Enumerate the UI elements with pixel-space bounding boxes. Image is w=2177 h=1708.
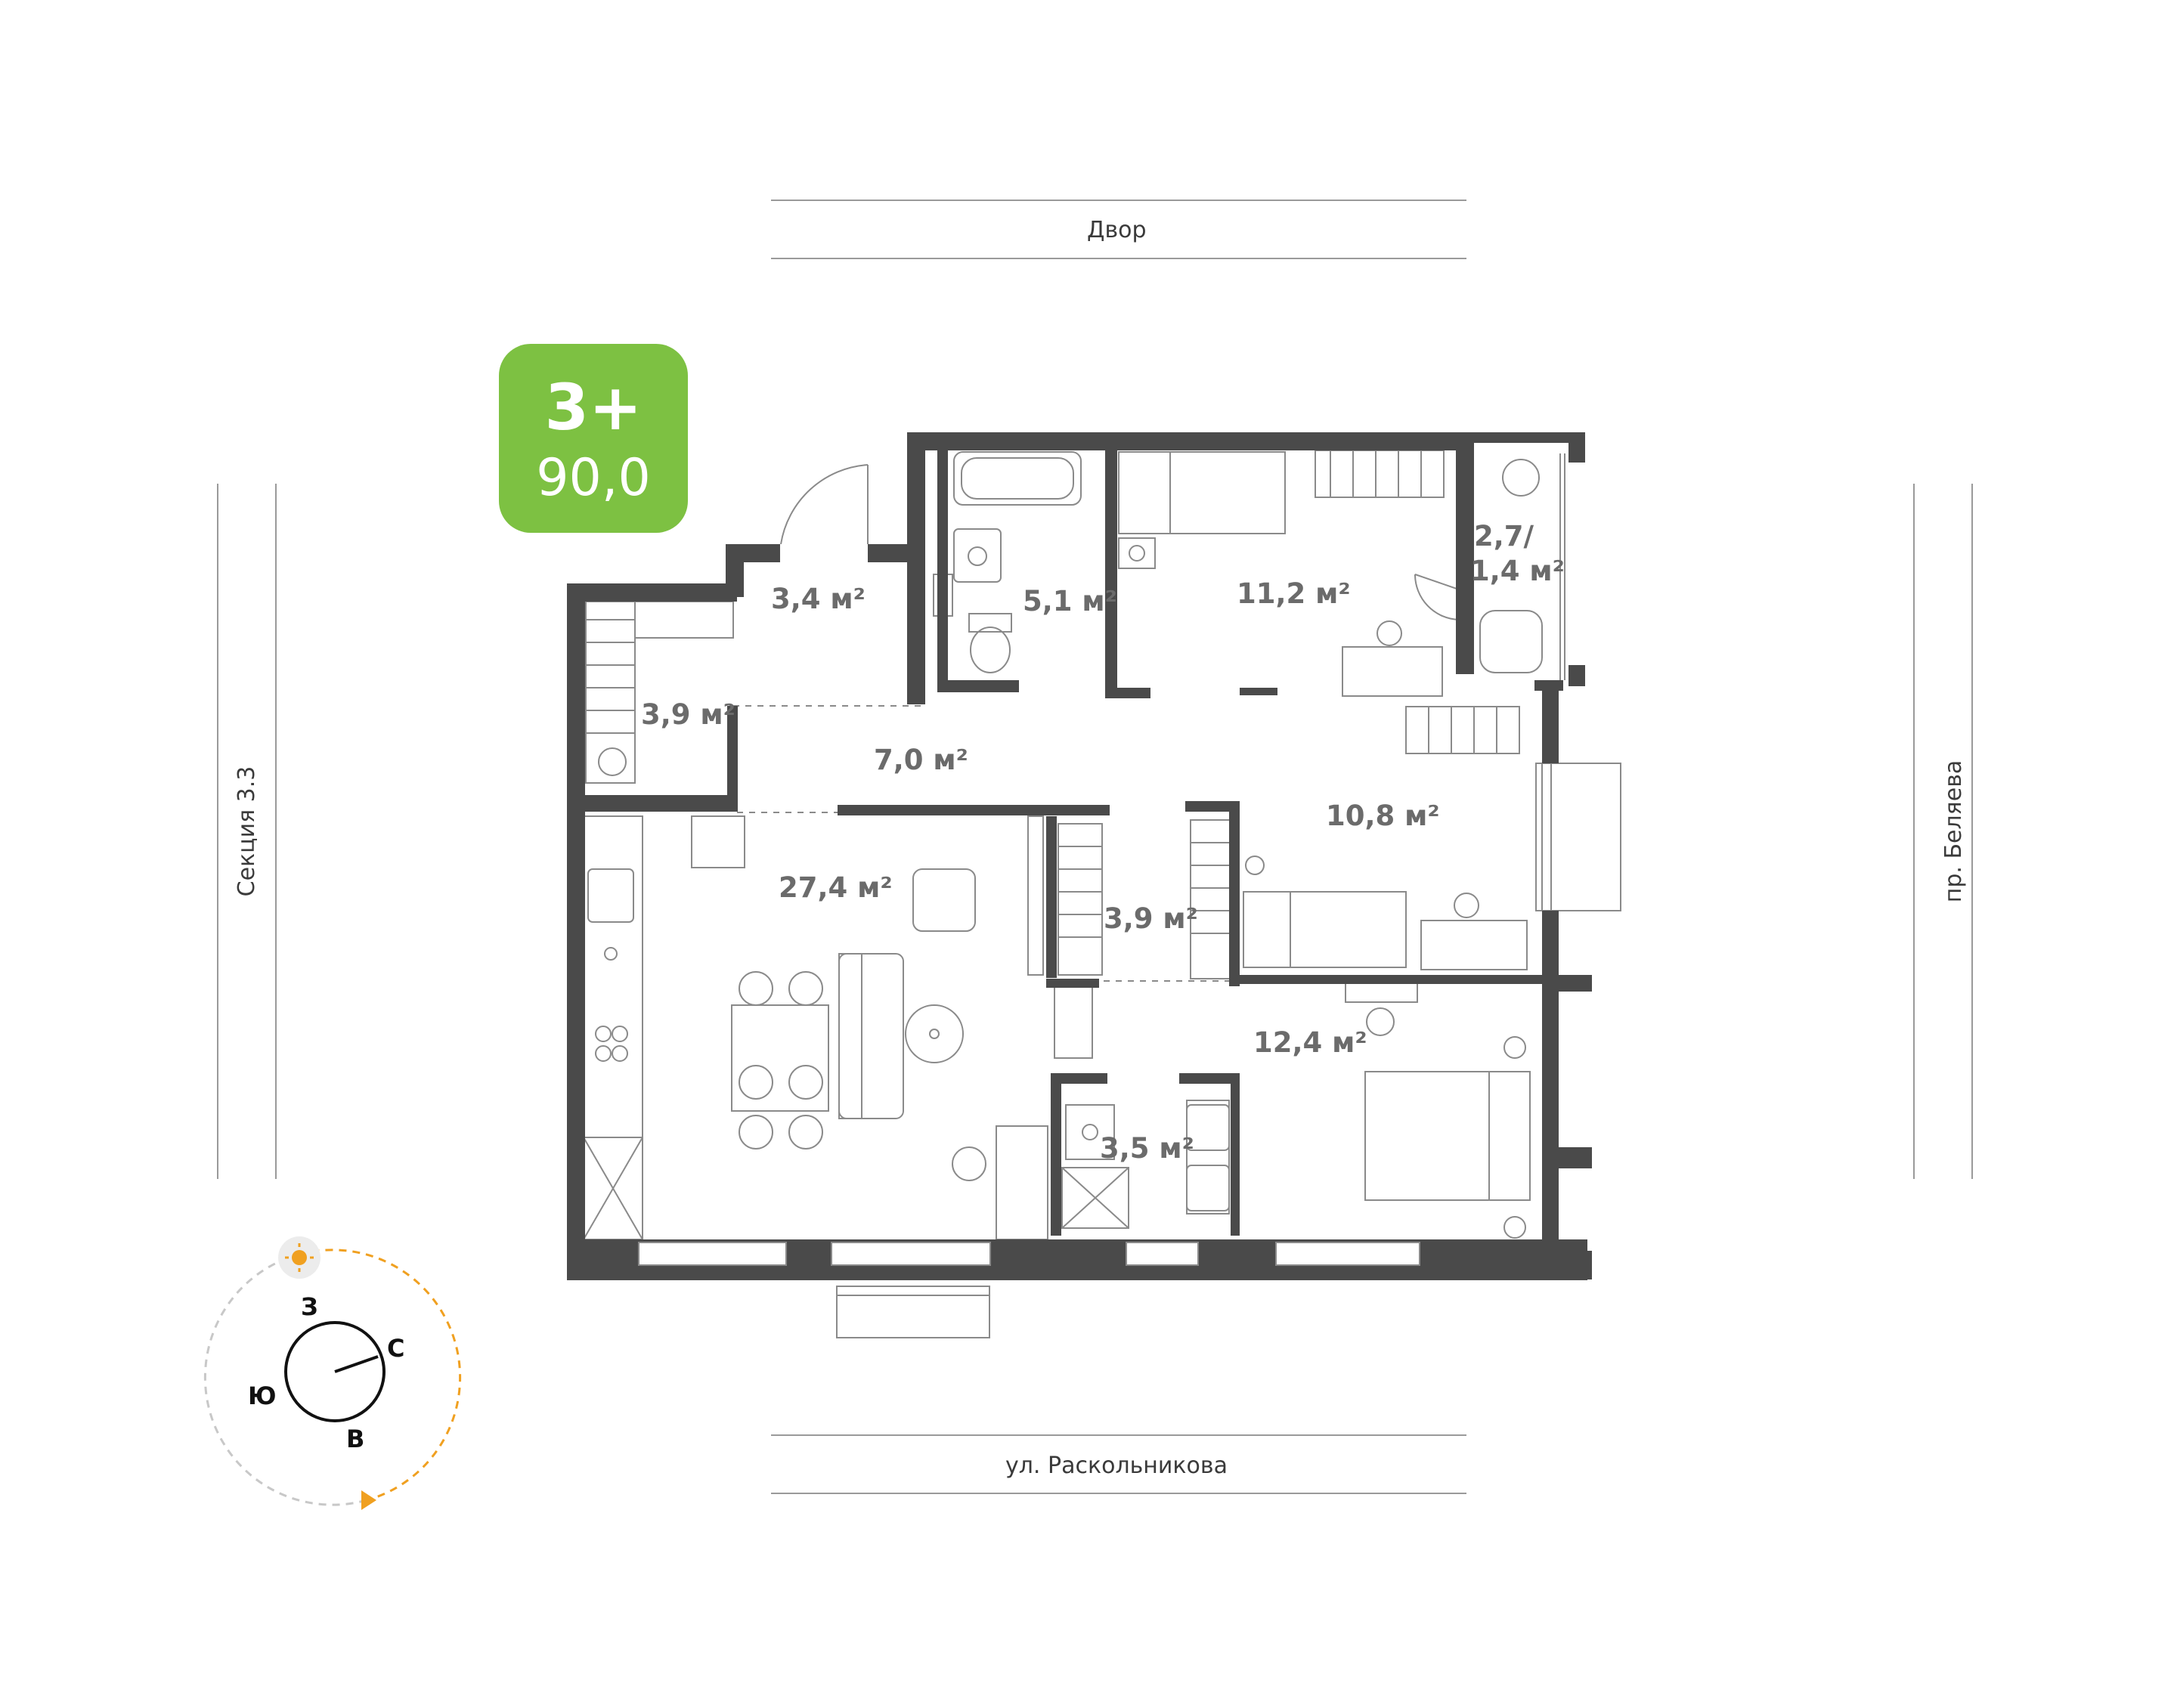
left-street-line-2 xyxy=(275,484,277,1179)
total-area: 90,0 xyxy=(536,448,651,508)
sun-path-arrow-icon xyxy=(361,1490,376,1510)
room-label-corridor: 7,0 м² xyxy=(874,744,968,776)
bottom-street-label: ул. Раскольникова xyxy=(1005,1453,1228,1479)
room-label-wardrobe-center: 3,9 м² xyxy=(1104,902,1198,935)
sun-path-icon xyxy=(298,1249,462,1502)
compass-dial xyxy=(284,1321,386,1422)
compass-east: В xyxy=(346,1425,364,1453)
room-label-bedroom-2: 10,8 м² xyxy=(1326,800,1440,832)
apartment-badge: 3+ 90,0 xyxy=(499,344,688,533)
compass-needle xyxy=(334,1355,379,1373)
walls xyxy=(567,432,1592,1280)
right-street-line-2 xyxy=(1971,484,1973,1179)
balcony-label-line-1: 2,7/ xyxy=(1474,520,1534,552)
room-label-bedroom-1: 11,2 м² xyxy=(1237,577,1351,610)
compass-south: Ю xyxy=(248,1382,277,1410)
room-label-bathroom-top: 5,1 м² xyxy=(1023,585,1117,617)
shade-path xyxy=(203,1253,367,1506)
top-street-line-2 xyxy=(771,258,1466,259)
compass-north: С xyxy=(387,1334,404,1363)
windows xyxy=(638,1242,1420,1266)
room-label-balcony: 2,7/ 1,4 м² xyxy=(1470,520,1565,587)
room-label-hall: 3,4 м² xyxy=(771,583,866,615)
balcony-label-line-2: 1,4 м² xyxy=(1470,555,1565,587)
room-label-living-kitchen: 27,4 м² xyxy=(779,871,893,904)
bottom-street-line-2 xyxy=(771,1493,1466,1494)
top-street-line-1 xyxy=(771,200,1466,201)
room-label-bedroom-3: 12,4 м² xyxy=(1253,1026,1367,1059)
room-labels: 3,4 м² 5,1 м² 11,2 м² 2,7/ 1,4 м² 3,9 м²… xyxy=(641,520,1565,1165)
room-label-wardrobe-left: 3,9 м² xyxy=(641,698,735,731)
right-street-line-1 xyxy=(1913,484,1915,1179)
zone-dividers xyxy=(733,705,1240,982)
top-street-label: Двор xyxy=(1087,217,1147,243)
compass: З С Ю В xyxy=(203,1236,462,1510)
rooms-count: 3+ xyxy=(544,370,643,444)
compass-west: З xyxy=(301,1292,318,1321)
bottom-street-line-1 xyxy=(771,1434,1466,1436)
room-label-bathroom-bottom: 3,5 м² xyxy=(1100,1132,1194,1165)
left-street-line-1 xyxy=(217,484,218,1179)
